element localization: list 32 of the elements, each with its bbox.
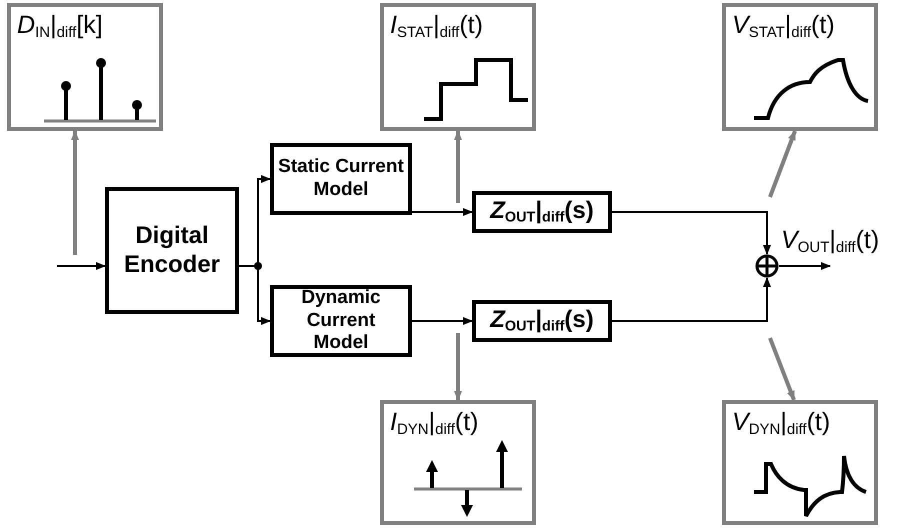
signal-arrow	[779, 262, 831, 270]
probe-arrow	[71, 130, 79, 255]
signal-label: V$_{STAT}$|$_{diff}$(t)	[732, 11, 835, 41]
signal-arrow	[412, 208, 473, 216]
waveform-panel	[380, 400, 536, 525]
probe-arrow	[768, 130, 797, 198]
block-label: Digital Encoder	[122, 222, 222, 280]
signal-label: V$_{DYN}$|$_{diff}$(t)	[732, 408, 830, 438]
signal-label: D$_{IN}$|$_{diff}$[k]	[17, 11, 103, 41]
process-block	[472, 191, 612, 233]
block-label: Z$_{OUT}$|$_{diff}$(s)	[490, 306, 594, 336]
waveform-panel	[7, 3, 163, 131]
waveform-panel	[380, 3, 536, 131]
process-block	[105, 187, 239, 314]
probe-arrow	[454, 333, 462, 401]
waveform-panel	[722, 400, 878, 525]
probe-arrow	[768, 337, 796, 401]
edge-label: V$_{OUT}$|$_{diff}$(t)	[781, 228, 880, 255]
signal-arrow	[612, 277, 771, 322]
signal-label: I$_{DYN}$|$_{diff}$(t)	[390, 408, 478, 438]
process-block	[270, 285, 412, 357]
block-label: Static Current Model	[278, 156, 404, 202]
signal-arrow	[412, 317, 473, 325]
process-block	[270, 143, 412, 215]
waveform-panel	[722, 3, 878, 131]
block-label: Z$_{OUT}$|$_{diff}$(s)	[490, 197, 594, 227]
probe-arrow	[454, 130, 462, 203]
signal-arrow	[612, 211, 771, 255]
process-block	[472, 300, 612, 342]
block-label: Dynamic Current Model	[300, 286, 382, 356]
signal-label: I$_{STAT}$|$_{diff}$(t)	[390, 11, 483, 41]
signal-arrow	[57, 262, 106, 270]
